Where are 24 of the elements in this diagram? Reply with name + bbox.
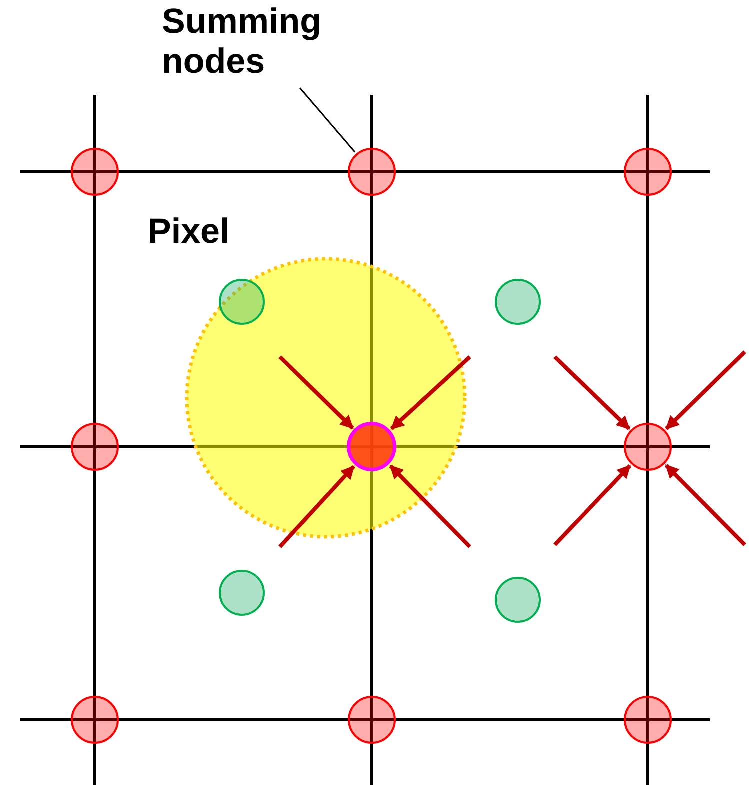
arrow [665, 350, 746, 430]
summing-node [347, 695, 397, 745]
callout-label: Summing nodes [162, 2, 362, 82]
arrow [554, 356, 631, 430]
pixel-label: Pixel [148, 212, 230, 252]
pixel-sample-dot [218, 278, 266, 326]
summing-node [70, 422, 120, 472]
summing-node [70, 147, 120, 197]
pixel-sample-dot [494, 576, 542, 624]
arrow [278, 356, 354, 430]
arrow [664, 464, 746, 546]
arrow [278, 465, 356, 548]
summing-node [70, 695, 120, 745]
arrow [554, 464, 632, 546]
leader-line [299, 88, 356, 153]
arrow [389, 464, 472, 548]
summing-node [347, 147, 397, 197]
summing-node [623, 695, 673, 745]
arrow [390, 356, 472, 430]
summing-node [623, 422, 673, 472]
summing-node [346, 421, 398, 473]
summing-node [623, 147, 673, 197]
pixel-sample-dot [218, 569, 266, 617]
pixel-sample-dot [494, 278, 542, 326]
